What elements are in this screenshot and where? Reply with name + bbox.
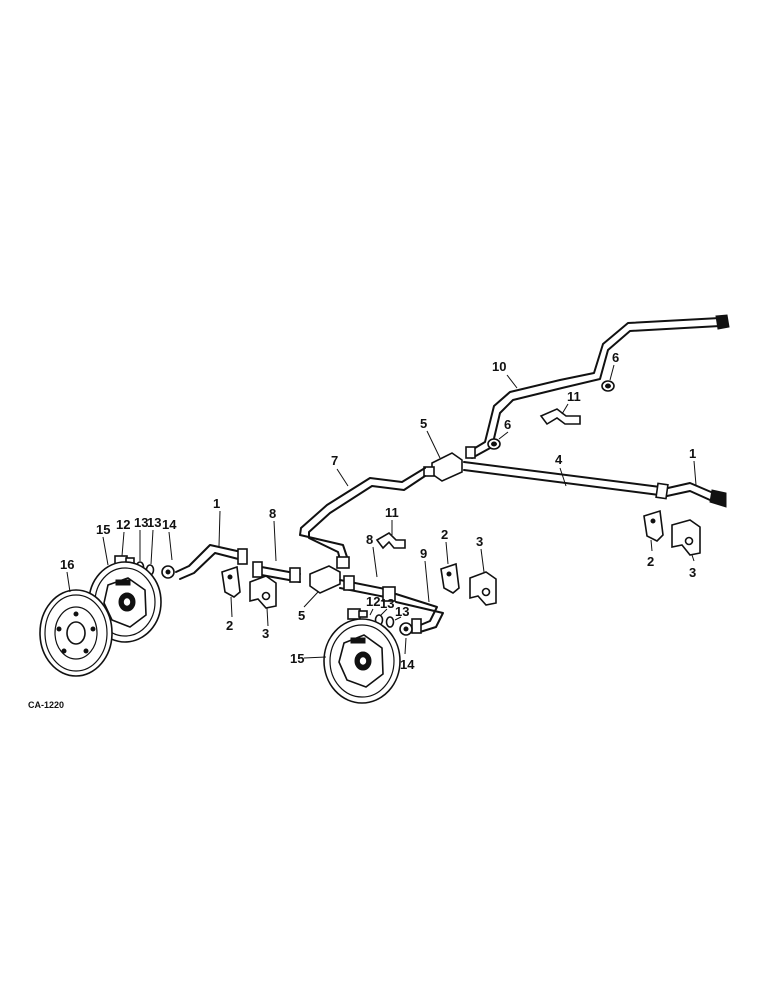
callout-1-left: 1 xyxy=(213,496,220,511)
callout-16: 16 xyxy=(60,557,74,572)
callout-8-middle: 8 xyxy=(366,532,373,547)
callout-13-left-a: 13 xyxy=(134,515,148,530)
callout-2-middle: 2 xyxy=(441,527,448,542)
washer-13-right-b xyxy=(385,616,395,628)
brake-pipe-7 xyxy=(299,467,426,569)
callout-7: 7 xyxy=(331,453,338,468)
callout-15-left: 15 xyxy=(96,522,110,537)
fitting-14-right xyxy=(399,622,413,636)
brake-pipe-1-left xyxy=(175,544,248,580)
callout-14-left: 14 xyxy=(162,517,177,532)
callout-4: 4 xyxy=(555,452,563,467)
fitting-14-left xyxy=(161,565,175,579)
callout-2-left: 2 xyxy=(226,618,233,633)
bracket-3-middle xyxy=(469,571,497,606)
callout-5-top: 5 xyxy=(420,416,427,431)
backing-plate-15-right xyxy=(323,618,401,704)
clip-11-middle xyxy=(375,531,406,550)
callout-5-bottom: 5 xyxy=(298,608,305,623)
callout-13-right-a: 13 xyxy=(380,596,394,611)
nut-6-middle xyxy=(487,438,501,450)
leader-lines xyxy=(66,364,697,659)
callout-15-right: 15 xyxy=(290,651,304,666)
bolt-12-right xyxy=(347,608,368,620)
bracket-2-left xyxy=(221,565,241,598)
brake-hose-8-left xyxy=(252,561,301,583)
brake-pipe-4 xyxy=(463,461,727,508)
callout-13-right-b: 13 xyxy=(395,604,409,619)
callout-11-top: 11 xyxy=(567,389,581,404)
tee-fitting-5-lower xyxy=(309,565,341,594)
brake-pipe-10 xyxy=(465,314,730,459)
brake-pipe-9 xyxy=(395,593,444,634)
callout-3-middle: 3 xyxy=(476,534,483,549)
callout-10: 10 xyxy=(492,359,506,374)
callout-12-right: 12 xyxy=(366,594,380,609)
bracket-3-right xyxy=(671,519,701,556)
bracket-2-middle xyxy=(440,562,460,594)
callout-11-middle: 11 xyxy=(385,505,399,520)
callout-6-middle: 6 xyxy=(504,417,511,432)
bracket-2-right xyxy=(643,509,664,542)
drawing-code: CA-1220 xyxy=(28,700,64,710)
callout-2-right: 2 xyxy=(647,554,654,569)
callout-1-right: 1 xyxy=(689,446,696,461)
callout-13-left-b: 13 xyxy=(147,515,161,530)
bracket-3-left xyxy=(249,575,277,609)
callout-6-right: 6 xyxy=(612,350,619,365)
clip-11-upper xyxy=(539,408,581,426)
callout-8-left: 8 xyxy=(269,506,276,521)
callout-3-left: 3 xyxy=(262,626,269,641)
callout-9: 9 xyxy=(420,546,427,561)
tee-fitting-5-upper xyxy=(423,452,463,482)
brake-drum-16 xyxy=(39,589,113,677)
nut-6-right xyxy=(601,380,615,392)
callout-14-right: 14 xyxy=(400,657,415,672)
callout-12-left: 12 xyxy=(116,517,130,532)
callout-labels: 1 4 10 6 11 6 5 7 11 8 1 8 9 2 3 2 3 2 3… xyxy=(60,350,696,672)
callout-3-right: 3 xyxy=(689,565,696,580)
